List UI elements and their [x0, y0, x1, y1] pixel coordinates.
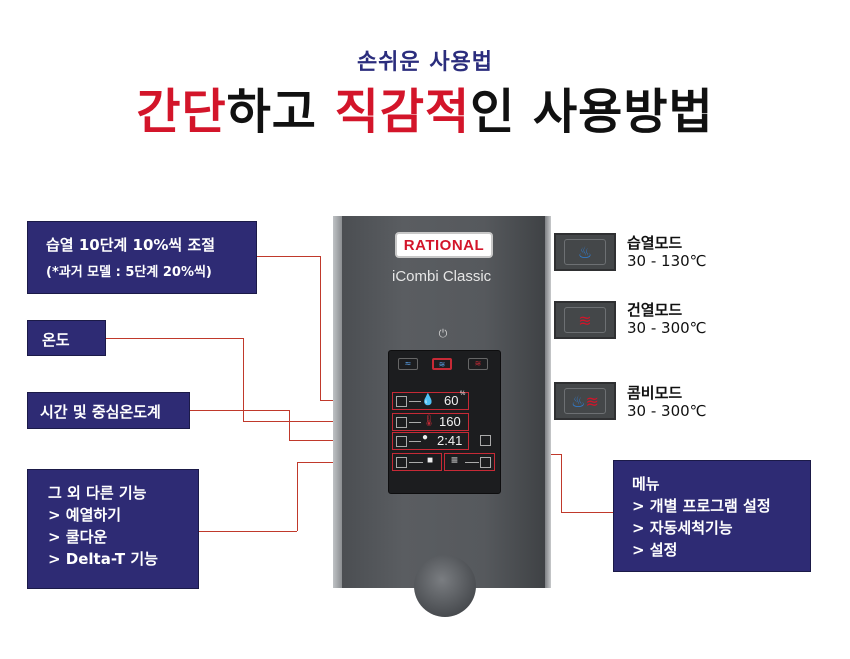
- time-row[interactable]: ● 2:41: [392, 432, 469, 450]
- callout-temperature: 온도: [27, 320, 106, 356]
- steam-mode-button[interactable]: ≈: [398, 358, 418, 370]
- device-left-edge: [333, 216, 342, 588]
- connector-humidity: [257, 256, 320, 257]
- title-part-3: 직감적: [334, 84, 471, 140]
- connector-time: [289, 410, 290, 440]
- time-tick: [409, 441, 421, 442]
- humidity-value: 60: [444, 393, 459, 408]
- callout-menu-item: > 자동세척기능: [632, 519, 733, 537]
- combi-mode-name: 콤비모드: [627, 384, 683, 402]
- convection-mode-label: 건열모드 30 - 300℃: [627, 301, 707, 337]
- core-probe-icon: ●: [422, 432, 429, 443]
- model-name: iCombi Classic: [392, 268, 492, 285]
- time-button[interactable]: [396, 435, 407, 447]
- connector-temperature: [243, 338, 244, 421]
- page-subtitle: 손쉬운 사용법: [356, 50, 494, 75]
- convection-mode-name: 건열모드: [627, 301, 683, 319]
- combi-mode-range: 30 - 300℃: [627, 402, 707, 420]
- combi-icon: ≋: [438, 360, 446, 369]
- title-part-1: 간단: [136, 84, 227, 140]
- connector-other: [199, 531, 297, 532]
- temperature-value: 160: [439, 414, 461, 429]
- combi-mode-heat-icon: ≋: [585, 391, 599, 411]
- connector-menu: [561, 512, 613, 513]
- rational-logo: RATIONAL: [395, 232, 493, 258]
- combi-mode-card: ♨≋: [554, 382, 616, 420]
- humidity-button[interactable]: [396, 395, 407, 407]
- temperature-tick: [409, 422, 421, 423]
- callout-other-item: > 쿨다운: [48, 528, 108, 546]
- callout-menu-item: > 설정: [632, 541, 678, 559]
- convection-mode-card: ≋: [554, 301, 616, 339]
- connector-temperature: [106, 338, 243, 339]
- functions-icon: ■: [427, 455, 434, 466]
- time-value: 2:41: [437, 433, 463, 448]
- connector-temperature: [243, 421, 392, 422]
- callout-menu-title: 메뉴: [632, 475, 660, 493]
- steam-mode-icon: ♨: [577, 242, 593, 262]
- combi-mode-frame: ♨≋: [564, 388, 606, 414]
- steam-mode-label: 습열모드 30 - 130℃: [627, 234, 707, 270]
- steam-mode-frame: ♨: [564, 239, 606, 265]
- functions-tick: [409, 462, 423, 463]
- time-side-button[interactable]: [480, 435, 491, 446]
- callout-humidity-line1: 습열 10단계 10%씩 조절: [46, 236, 216, 254]
- connector-time: [190, 410, 289, 411]
- humidity-row[interactable]: 💧 60 %: [392, 391, 469, 410]
- convection-mode-frame: ≋: [564, 307, 606, 333]
- callout-humidity: 습열 10단계 10%씩 조절 (*과거 모델 : 5단계 20%씩): [27, 221, 257, 294]
- steam-mode-range: 30 - 130℃: [627, 252, 707, 270]
- callout-humidity-line2: (*과거 모델 : 5단계 20%씩): [46, 265, 212, 280]
- callout-time-core: 시간 및 중심온도계: [27, 392, 190, 429]
- connector-menu: [561, 454, 562, 512]
- callout-other-functions: 그 외 다른 기능 > 예열하기 > 쿨다운 > Delta-T 기능: [27, 469, 199, 589]
- combi-mode-button[interactable]: ≋: [432, 358, 452, 370]
- device-right-edge: [545, 216, 551, 588]
- menu-button[interactable]: [480, 456, 491, 468]
- combi-mode-steam-icon: ♨: [571, 391, 586, 411]
- title-part-4: 인 사용방법: [470, 84, 714, 140]
- menu-row[interactable]: ≡: [444, 453, 495, 471]
- steam-icon: ≈: [404, 359, 412, 368]
- functions-button[interactable]: [396, 456, 407, 468]
- callout-menu: 메뉴 > 개별 프로그램 설정 > 자동세척기능 > 설정: [613, 460, 811, 572]
- thermometer-icon: 🌡: [422, 415, 436, 427]
- combi-mode-label: 콤비모드 30 - 300℃: [627, 384, 707, 420]
- humidity-unit: %: [460, 391, 466, 397]
- temperature-row[interactable]: 🌡 160: [392, 413, 469, 431]
- page-title: 간단하고 직감적인 사용방법: [0, 72, 850, 142]
- convection-mode-icon: ≋: [578, 310, 592, 330]
- convection-icon: ≋: [474, 359, 482, 368]
- convection-mode-range: 30 - 300℃: [627, 319, 707, 337]
- temperature-button[interactable]: [396, 416, 407, 428]
- connector-other: [297, 462, 298, 531]
- humidity-tick: [409, 401, 421, 402]
- callout-other-item: > Delta-T 기능: [48, 550, 158, 568]
- title-part-2: 하고: [226, 84, 335, 140]
- water-drop-icon: 💧: [421, 394, 435, 406]
- connector-humidity: [320, 256, 321, 400]
- brand-name: RATIONAL: [403, 236, 485, 254]
- steam-mode-card: ♨: [554, 233, 616, 271]
- power-icon[interactable]: ⏻: [438, 327, 448, 340]
- convection-mode-button[interactable]: ≋: [468, 358, 488, 370]
- callout-other-item: > 예열하기: [48, 506, 121, 524]
- callout-other-title: 그 외 다른 기능: [48, 484, 147, 502]
- functions-row[interactable]: ■: [392, 453, 442, 471]
- steam-mode-name: 습열모드: [627, 234, 683, 252]
- menu-icon: ≡: [451, 453, 459, 467]
- callout-menu-item: > 개별 프로그램 설정: [632, 497, 771, 515]
- control-knob[interactable]: [414, 555, 476, 617]
- menu-tick: [465, 462, 479, 463]
